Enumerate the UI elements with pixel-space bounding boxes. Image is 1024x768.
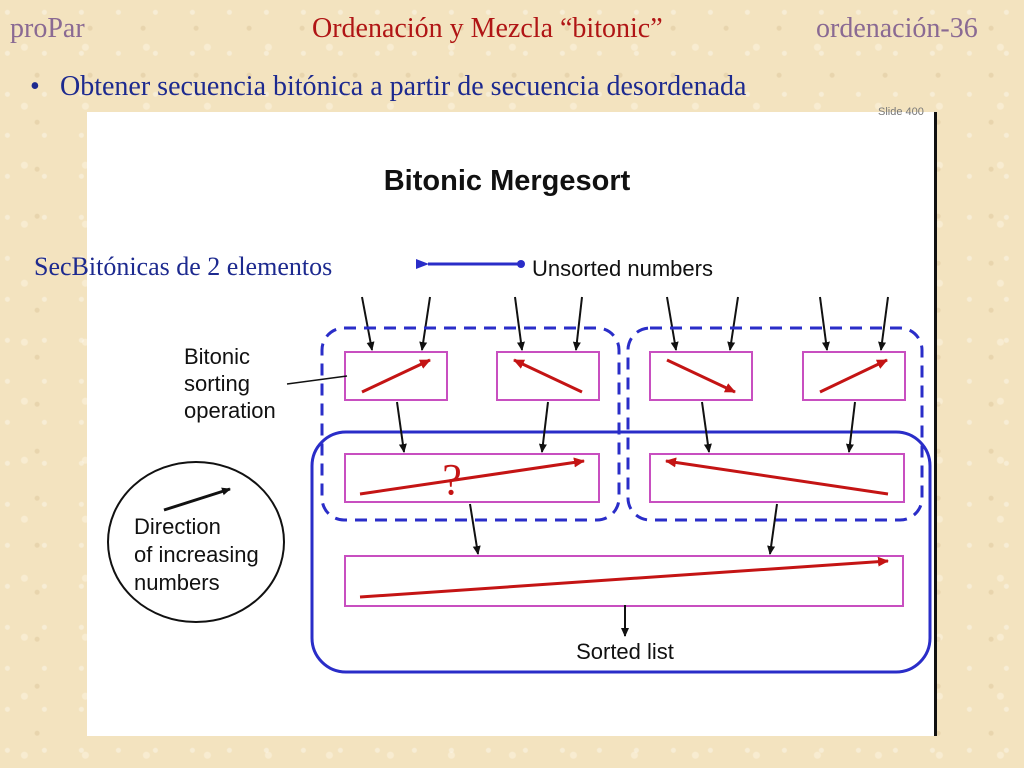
diagram-panel — [87, 112, 937, 736]
unsorted-numbers-label: Unsorted numbers — [532, 256, 713, 281]
direction-arrow — [163, 487, 231, 512]
bitonic-sequence-annotation: SecBitónicas de 2 elementos — [34, 252, 332, 281]
direction-legend-line: of increasing — [134, 542, 259, 567]
direction-legend-label: Direction of increasing numbers — [134, 514, 265, 595]
input-arrow — [514, 296, 525, 351]
question-mark: ? — [442, 455, 462, 504]
sorting-operation-line: Bitonic — [184, 344, 250, 369]
bullet-text: Obtener secuencia bitónica a partir de s… — [60, 71, 747, 102]
connector-arrow — [469, 503, 481, 555]
annotation-arrow-dot — [517, 260, 525, 268]
input-arrows — [361, 296, 889, 351]
level1-boxes — [344, 351, 906, 401]
input-arrow — [361, 296, 375, 351]
slide-number: ordenación-36 — [816, 13, 978, 44]
panel-right-rule — [934, 112, 937, 736]
final-merge-box — [344, 555, 904, 607]
diagram-title: Bitonic Mergesort — [384, 165, 631, 197]
input-arrow — [819, 296, 830, 351]
decreasing-arrow — [513, 358, 583, 394]
connector-arrow — [538, 401, 549, 453]
connector-arrow — [767, 503, 778, 555]
sorted-list-label: Sorted list — [576, 639, 674, 664]
decreasing-arrow — [819, 358, 888, 394]
sorting-operation-label: Bitonic sorting operation — [184, 344, 276, 423]
solid-merge-group — [310, 430, 932, 674]
increasing-arrow — [359, 457, 585, 496]
direction-legend-line: Direction — [134, 514, 221, 539]
direction-legend-line: numbers — [134, 570, 220, 595]
header-course: proPar — [10, 13, 85, 44]
bullet-item: • Obtener secuencia bitónica a partir de … — [30, 70, 746, 104]
sorting-operation-line: operation — [184, 398, 276, 423]
input-arrow — [419, 296, 431, 351]
decreasing-arrow — [665, 457, 889, 496]
connector-arrow — [701, 401, 712, 453]
input-arrow — [572, 296, 583, 351]
slide-title: Ordenación y Mezcla “bitonic” — [312, 13, 663, 44]
input-arrow — [727, 296, 739, 351]
connector-arrow — [396, 401, 407, 453]
direction-legend-circle — [107, 461, 285, 623]
increasing-arrow — [666, 358, 736, 394]
increasing-arrow — [361, 358, 431, 394]
label-leader-line — [286, 375, 348, 385]
input-arrow — [878, 296, 889, 351]
input-arrow — [666, 296, 679, 351]
bullet-marker: • — [30, 71, 40, 102]
dashed-group-left — [320, 326, 621, 522]
slide-tag: Slide 400 — [878, 106, 924, 118]
level1-to-level2-arrows — [396, 401, 856, 453]
increasing-arrow — [359, 556, 889, 599]
connector-arrow — [845, 401, 856, 453]
sorting-operation-line: sorting — [184, 371, 250, 396]
